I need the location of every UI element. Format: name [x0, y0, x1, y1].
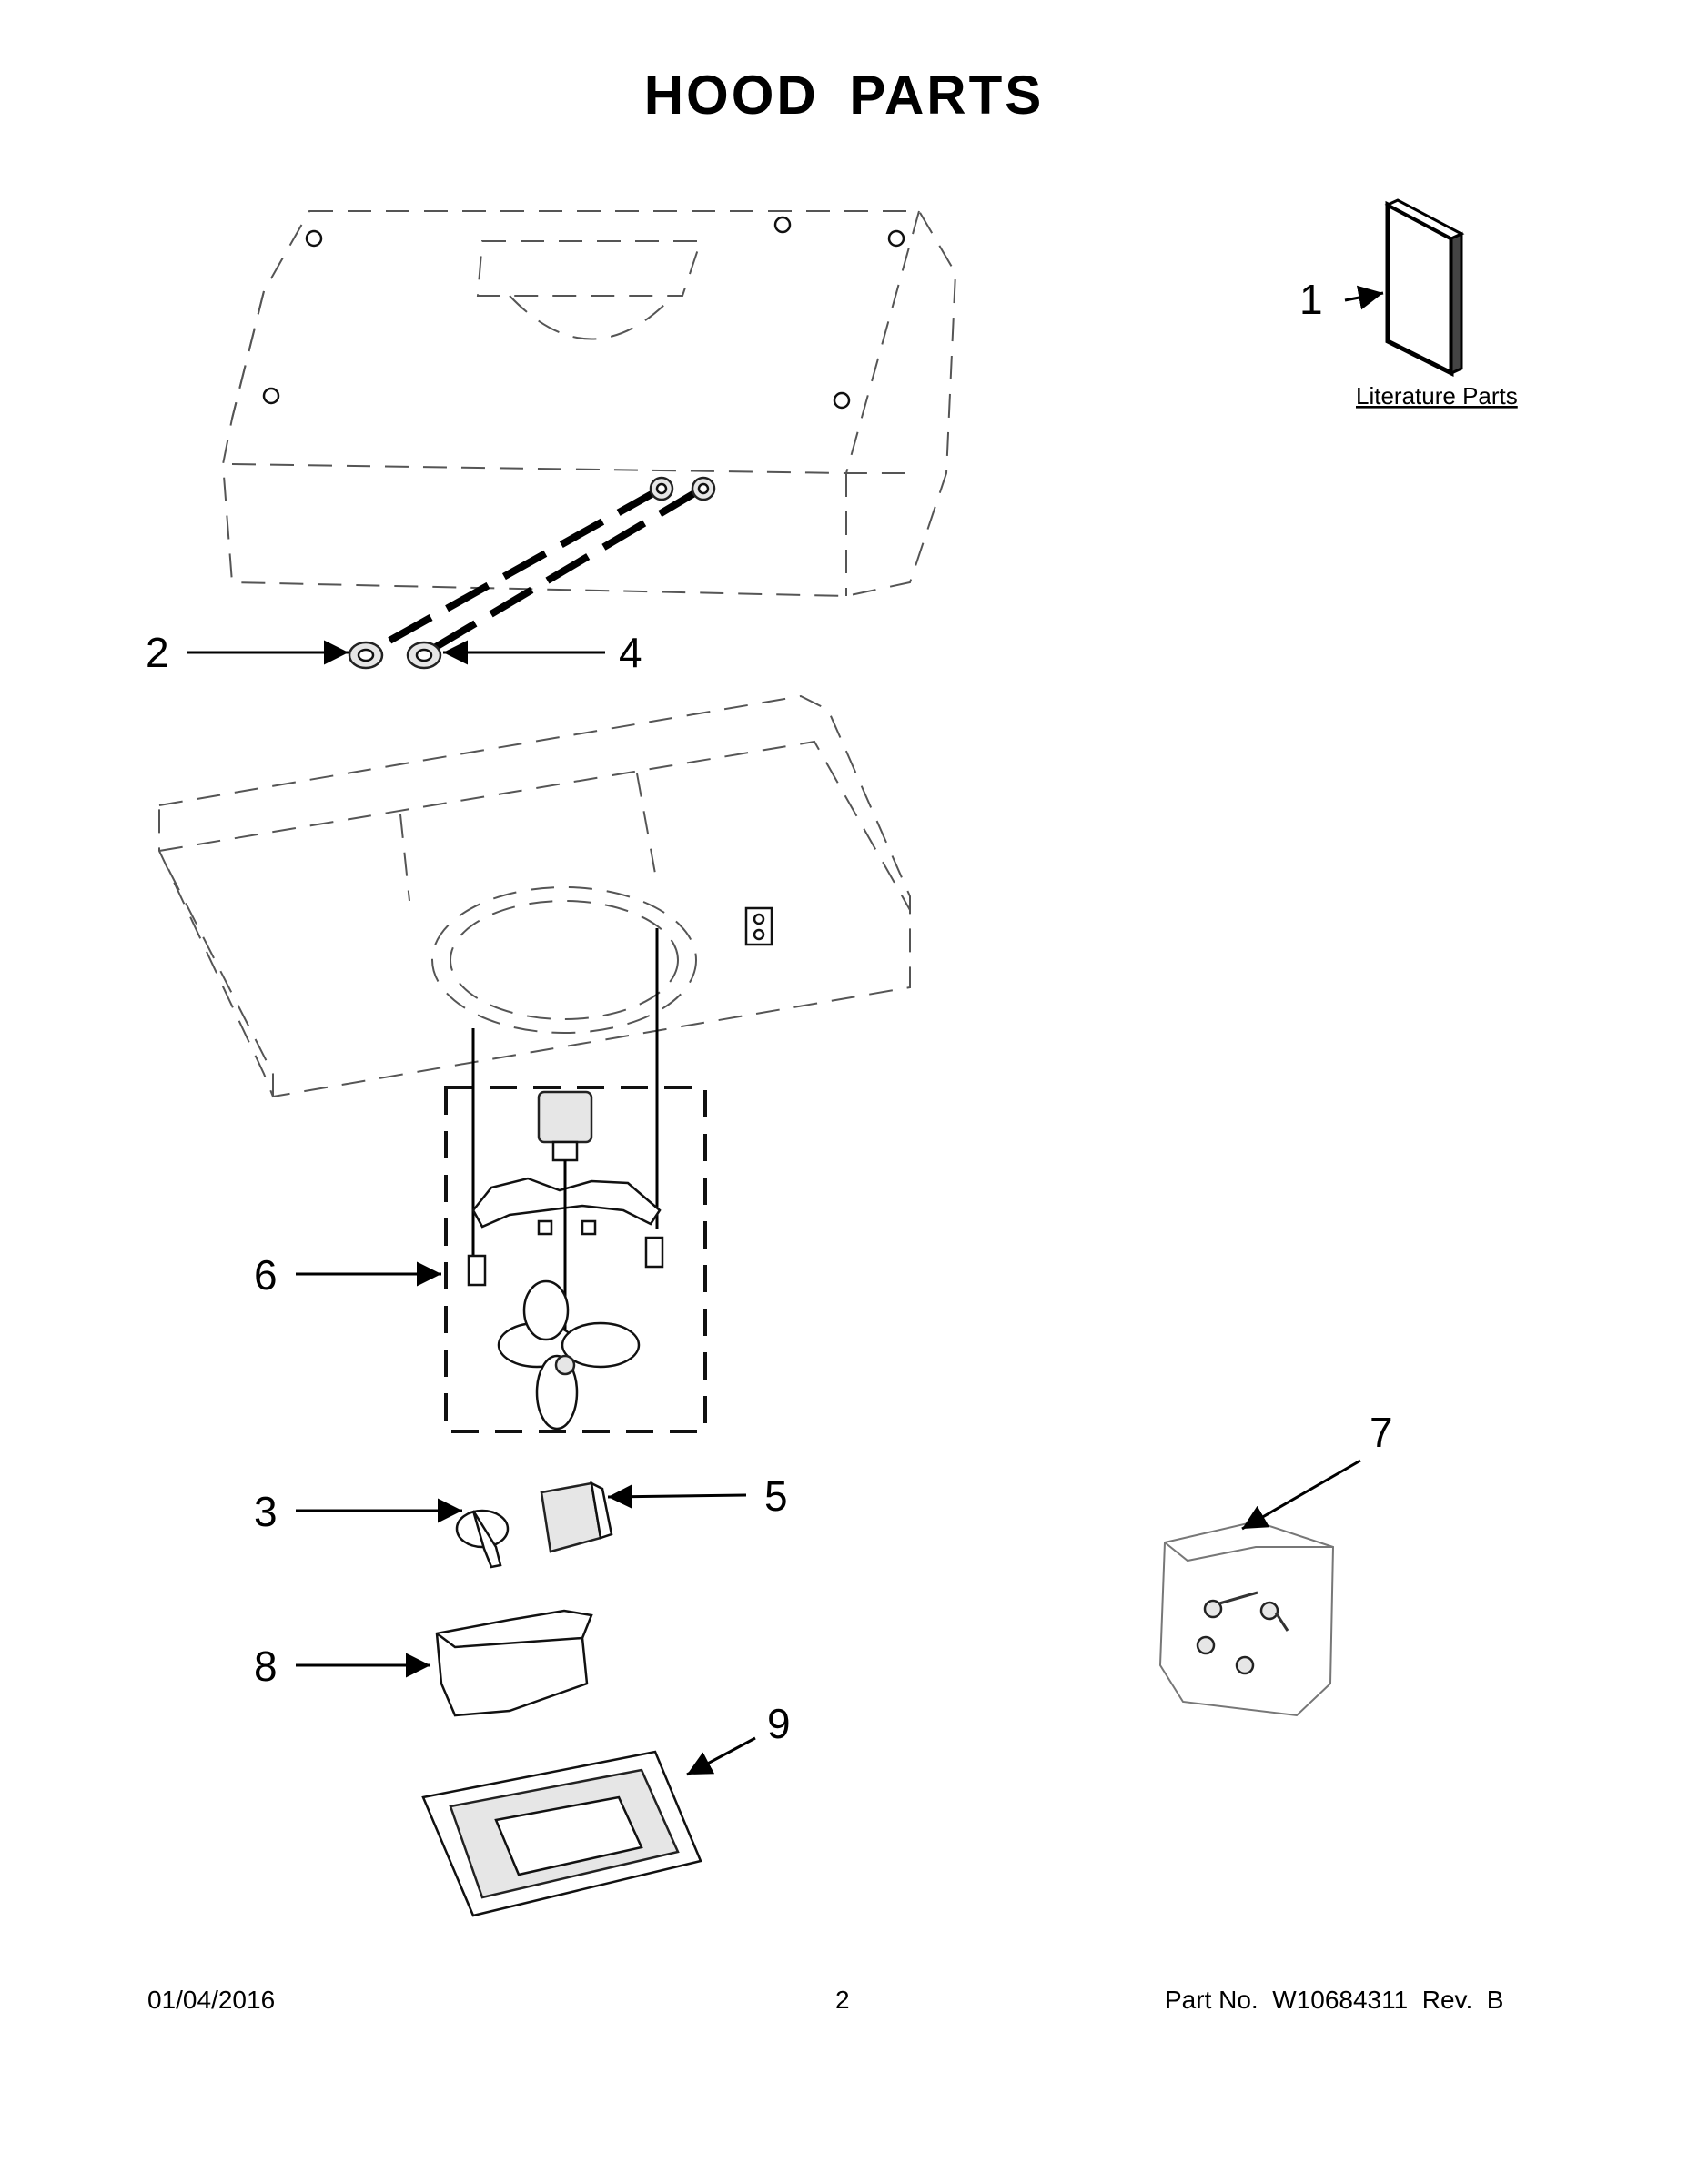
callout-9-leader	[686, 1736, 756, 1776]
hood-lower-body	[158, 694, 911, 1098]
callout-6: 6	[254, 1251, 278, 1299]
part-1-literature-icon	[1384, 198, 1465, 378]
part-9-grease-filter-icon	[421, 1750, 702, 1917]
part-6-motor-assembly-icon	[467, 1090, 664, 1431]
part-4-grommet-icon	[406, 641, 442, 670]
part-2-grommet-icon	[348, 641, 384, 670]
callout-5-leader	[607, 1484, 747, 1510]
rod-4	[422, 486, 703, 657]
footer-date: 01/04/2016	[147, 1986, 276, 2014]
part-3-knob-icon	[455, 1509, 510, 1569]
callout-7: 7	[1370, 1409, 1393, 1456]
callout-5: 5	[764, 1472, 788, 1520]
callout-9: 9	[767, 1700, 791, 1747]
callout-1: 1	[1299, 276, 1323, 323]
callout-3: 3	[254, 1488, 278, 1535]
part-7-hardware-bag-icon	[1158, 1520, 1335, 1717]
part-8-light-cover-icon	[435, 1609, 593, 1717]
callout-1-leader	[1344, 285, 1384, 310]
top-grommet-icon	[649, 476, 716, 501]
literature-parts-label: Literature Parts	[1356, 382, 1518, 410]
callout-7-leader	[1241, 1459, 1361, 1531]
page-title: HOOD PARTS	[643, 65, 1045, 126]
part-5-switch-icon	[540, 1481, 613, 1553]
callout-2: 2	[146, 629, 169, 676]
hood-top-housing	[221, 210, 957, 598]
rod-2	[365, 486, 662, 657]
callout-4: 4	[619, 629, 642, 676]
callout-8: 8	[254, 1643, 278, 1690]
footer-page-number: 2	[835, 1986, 850, 2014]
footer-part-number: Part No. W10684311 Rev. B	[1165, 1986, 1504, 2014]
